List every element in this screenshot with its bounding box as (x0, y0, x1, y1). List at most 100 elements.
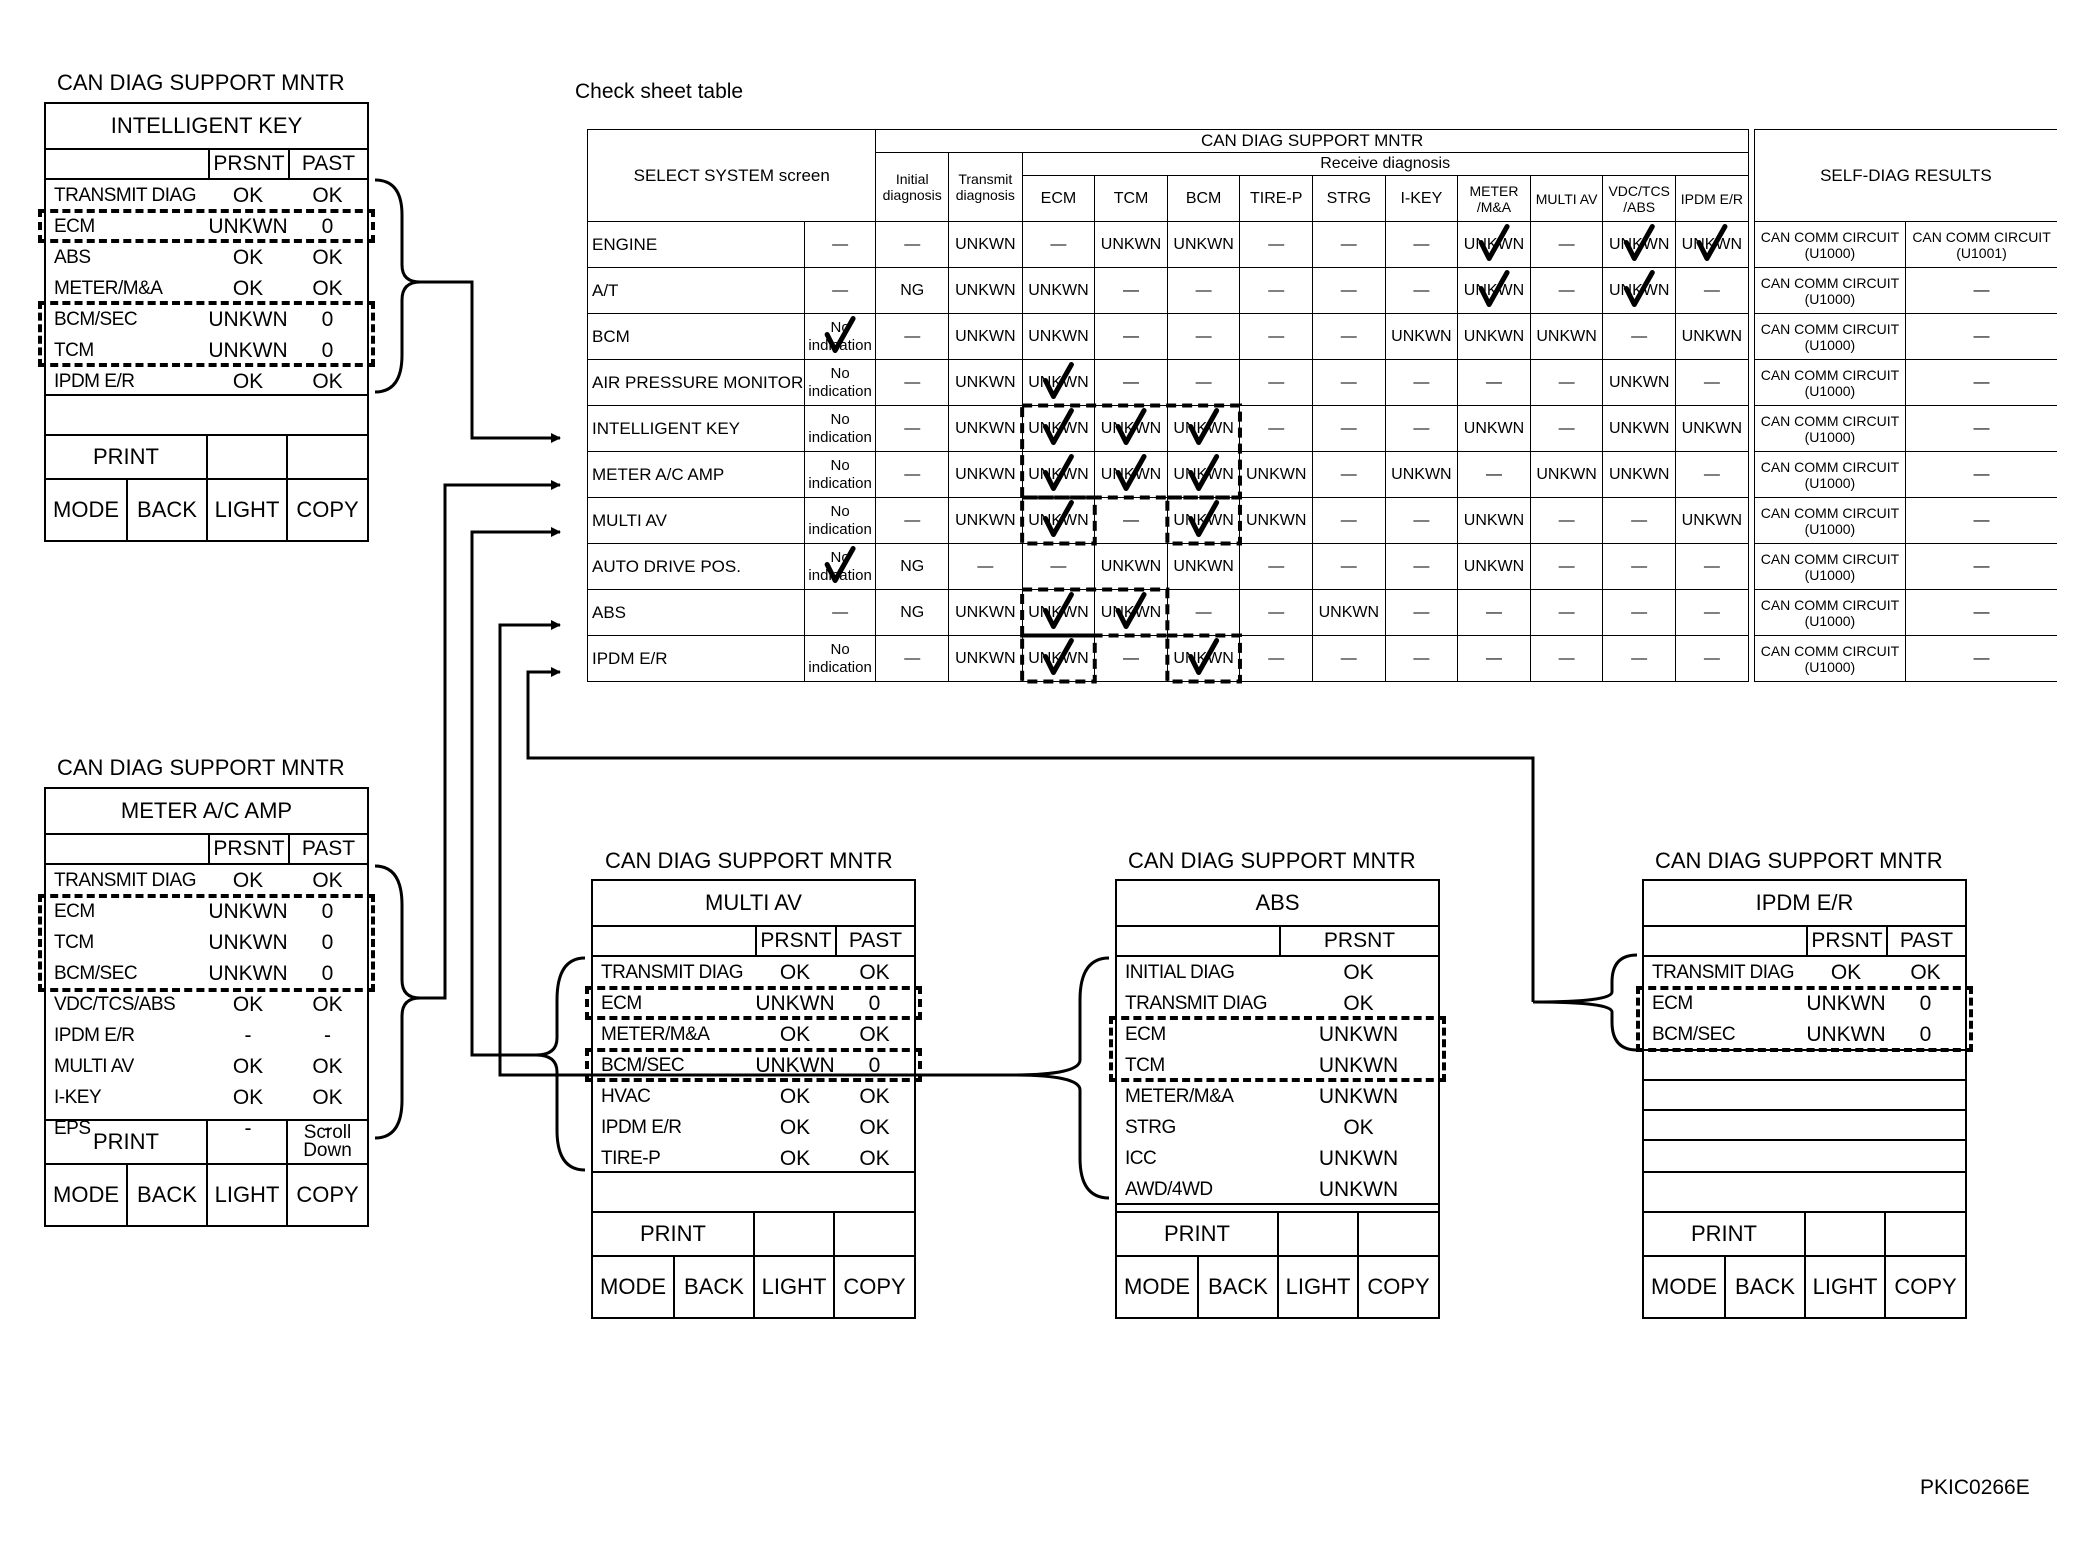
self-diag-cell: — (1905, 589, 2057, 636)
prsnt-value: OK (232, 245, 264, 269)
self-diag-cell: CAN COMM CIRCUIT (U1000) (1753, 405, 1907, 452)
blank-softkey[interactable] (206, 436, 286, 478)
back-button[interactable]: BACK (126, 1165, 206, 1225)
back-button[interactable]: BACK (1197, 1257, 1277, 1317)
self-diag-cell: CAN COMM CIRCUIT (U1000) (1753, 543, 1907, 590)
self-diag-cell: — (1905, 267, 2057, 314)
copy-button[interactable]: COPY (833, 1257, 914, 1317)
copy-button[interactable]: COPY (286, 480, 367, 540)
blank-softkey[interactable] (286, 436, 367, 478)
past-value: - (324, 1023, 331, 1047)
light-button[interactable]: LIGHT (206, 1165, 286, 1225)
diag-item-label: TCM (1125, 1054, 1165, 1076)
past-value: OK (312, 276, 343, 300)
receive-diag-cell: — (1529, 221, 1604, 268)
blank-softkey[interactable] (1804, 1213, 1884, 1255)
system-name-cell: IPDM E/R (587, 635, 805, 682)
self-diag-cell: CAN COMM CIRCUIT (U1000) (1753, 497, 1907, 544)
multi-brace (535, 956, 586, 1172)
system-label: METER A/C AMP (120, 798, 293, 823)
receive-diag-cell: UNKWN (1674, 405, 1749, 452)
receive-diag-cell: — (1312, 313, 1386, 360)
scroll-down-button[interactable]: Scroll Down (286, 1121, 367, 1163)
mode-button[interactable]: MODE (53, 1182, 119, 1207)
copy-button[interactable]: COPY (286, 1165, 367, 1225)
receive-diag-cell: UNKWN (1094, 451, 1168, 498)
prsnt-value: - (244, 1023, 252, 1047)
panel-system-name: ABS (1117, 881, 1438, 925)
receive-diag-cell: UNKWN (1166, 451, 1241, 498)
past-value: OK (312, 868, 343, 892)
diag-item-label: BCM/SEC (54, 962, 138, 984)
panel-system-name: METER A/C AMP (46, 789, 367, 833)
system-label: ABS (1255, 890, 1300, 915)
receive-diag-cell: — (1457, 635, 1531, 682)
diag-item-label: ECM (1125, 1023, 1166, 1045)
blank-softkey[interactable] (1277, 1213, 1357, 1255)
transmit-diag-cell: UNKWN (948, 359, 1023, 406)
light-button[interactable]: LIGHT (753, 1257, 833, 1317)
check-mark (824, 546, 856, 583)
prsnt-value: UNKWN (1318, 1053, 1399, 1077)
mode-button[interactable]: MODE (1124, 1274, 1190, 1299)
blank-softkey[interactable] (833, 1213, 914, 1255)
abs-brace (1011, 956, 1110, 1200)
panel-divider (1644, 1139, 1965, 1141)
panel-system-name: INTELLIGENT KEY (46, 104, 367, 148)
print-button[interactable]: PRINT (1691, 1221, 1757, 1246)
light-button[interactable]: LIGHT (206, 480, 286, 540)
receive-diag-cell: UNKWN (1674, 221, 1749, 268)
copy-button[interactable]: COPY (1357, 1257, 1438, 1317)
receive-diag-cell: UNKWN (1021, 405, 1096, 452)
blank-softkey[interactable] (753, 1213, 833, 1255)
back-button[interactable]: BACK (126, 480, 206, 540)
mode-button[interactable]: MODE (53, 497, 119, 522)
receive-col-header: VDC/TCS /ABS (1602, 175, 1676, 222)
check-mark (1623, 270, 1655, 307)
transmit-diag-cell: UNKWN (948, 497, 1023, 544)
blank-softkey[interactable] (206, 1121, 286, 1163)
check-mark (824, 316, 856, 353)
receive-diag-cell: — (1384, 635, 1459, 682)
check-mark (1188, 638, 1220, 675)
receive-diag-cell: — (1384, 543, 1459, 590)
blank-softkey[interactable] (1884, 1213, 1965, 1255)
print-button[interactable]: PRINT (93, 444, 159, 469)
back-button[interactable]: BACK (1724, 1257, 1804, 1317)
print-button[interactable]: PRINT (1164, 1221, 1230, 1246)
prsnt-value: OK (1830, 960, 1862, 984)
system-label: MULTI AV (705, 890, 802, 915)
copy-button[interactable]: COPY (1884, 1257, 1965, 1317)
past-header: PAST (288, 835, 367, 863)
check-mark (1042, 454, 1074, 491)
check-sheet-title: Check sheet table (575, 80, 744, 103)
light-button[interactable]: LIGHT (1804, 1257, 1884, 1317)
multi-bcm-highlight-box (1165, 495, 1242, 546)
mode-button[interactable]: MODE (600, 1274, 666, 1299)
receive-diag-cell: UNKWN (1529, 313, 1604, 360)
prsnt-value: - (244, 1116, 252, 1140)
back-button[interactable]: BACK (673, 1257, 753, 1317)
prsnt-header: PRSNT (208, 835, 288, 863)
past-header: PAST (835, 927, 914, 955)
receive-diag-cell: — (1457, 589, 1531, 636)
past-value: 0 (321, 307, 334, 331)
receive-diag-cell: — (1312, 405, 1386, 452)
light-button[interactable]: LIGHT (1277, 1257, 1357, 1317)
mode-button[interactable]: MODE (1651, 1274, 1717, 1299)
self-diag-cell: CAN COMM CIRCUIT (U1000) (1753, 589, 1907, 636)
past-value: OK (312, 992, 343, 1016)
print-button[interactable]: PRINT (640, 1221, 706, 1246)
blank-softkey[interactable] (1357, 1213, 1438, 1255)
initial-diag-cell: — (875, 221, 950, 268)
receive-diag-cell: — (1674, 589, 1749, 636)
print-button[interactable]: PRINT (93, 1129, 159, 1154)
